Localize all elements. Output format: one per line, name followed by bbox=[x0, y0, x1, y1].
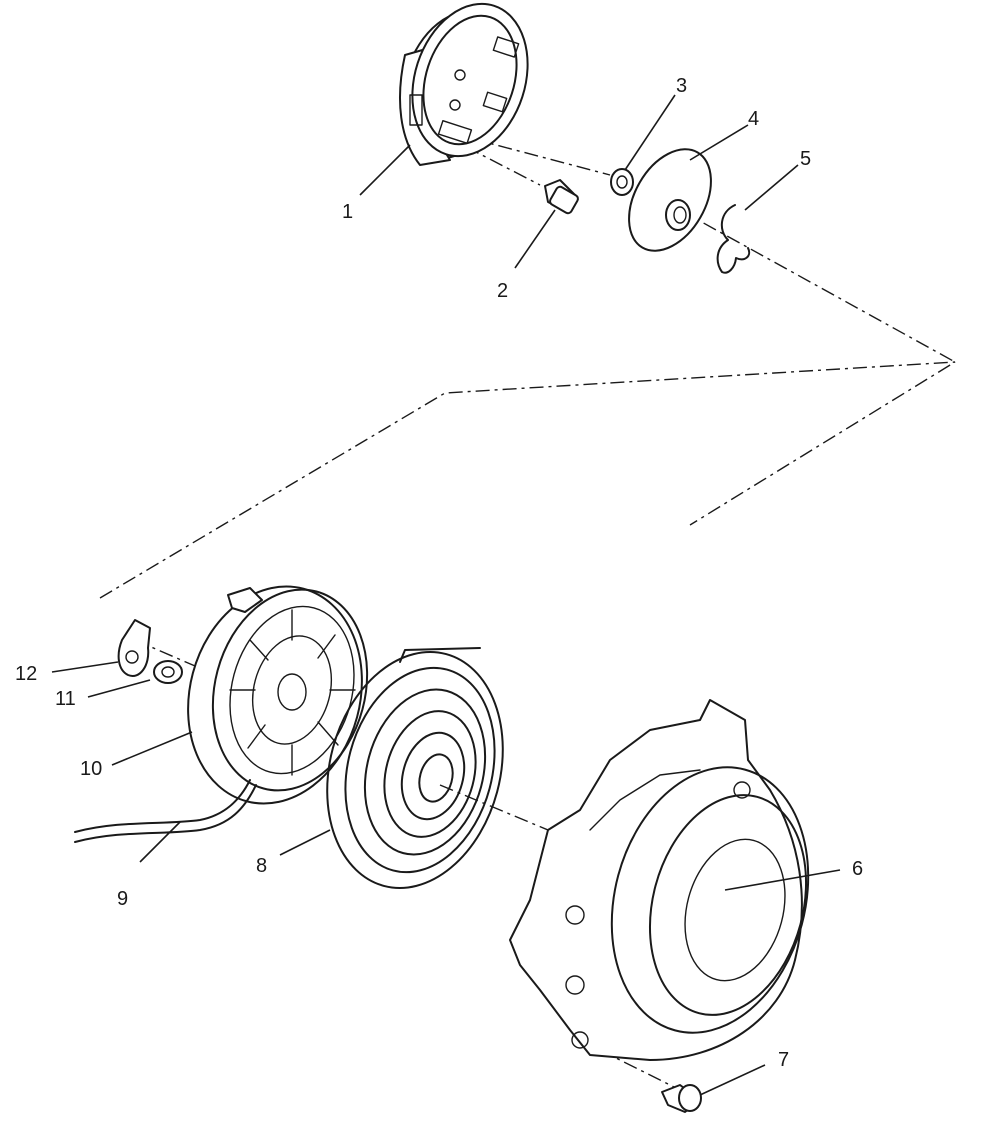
callout-10: 10 bbox=[80, 758, 102, 780]
bushing-part bbox=[610, 168, 634, 196]
starter-rope-part bbox=[74, 779, 257, 843]
callout-4: 4 bbox=[748, 108, 759, 130]
bushing-small-part bbox=[153, 660, 183, 684]
recoil-spring-part bbox=[326, 647, 504, 889]
ratchet-plate-part bbox=[628, 148, 712, 252]
spring-clip-part bbox=[716, 204, 751, 274]
callout-labels: 1 2 3 4 5 6 7 8 9 10 11 12 bbox=[15, 75, 863, 1071]
starter-cup-part bbox=[399, 2, 529, 166]
callout-2: 2 bbox=[497, 280, 508, 302]
callout-3: 3 bbox=[676, 75, 687, 97]
starter-housing-part bbox=[509, 699, 810, 1061]
callout-1: 1 bbox=[342, 201, 353, 223]
callout-5: 5 bbox=[800, 148, 811, 170]
pawl-part bbox=[117, 619, 151, 677]
pin-bolt-part bbox=[544, 179, 579, 215]
leader-lines bbox=[51, 94, 841, 1096]
callout-12: 12 bbox=[15, 663, 37, 685]
callout-7: 7 bbox=[778, 1049, 789, 1071]
callout-11: 11 bbox=[55, 688, 76, 710]
rope-reel-part bbox=[187, 585, 369, 805]
callout-8: 8 bbox=[256, 855, 267, 877]
callout-9: 9 bbox=[117, 888, 128, 910]
housing-screw-part bbox=[661, 1084, 702, 1113]
callout-6: 6 bbox=[852, 858, 863, 880]
